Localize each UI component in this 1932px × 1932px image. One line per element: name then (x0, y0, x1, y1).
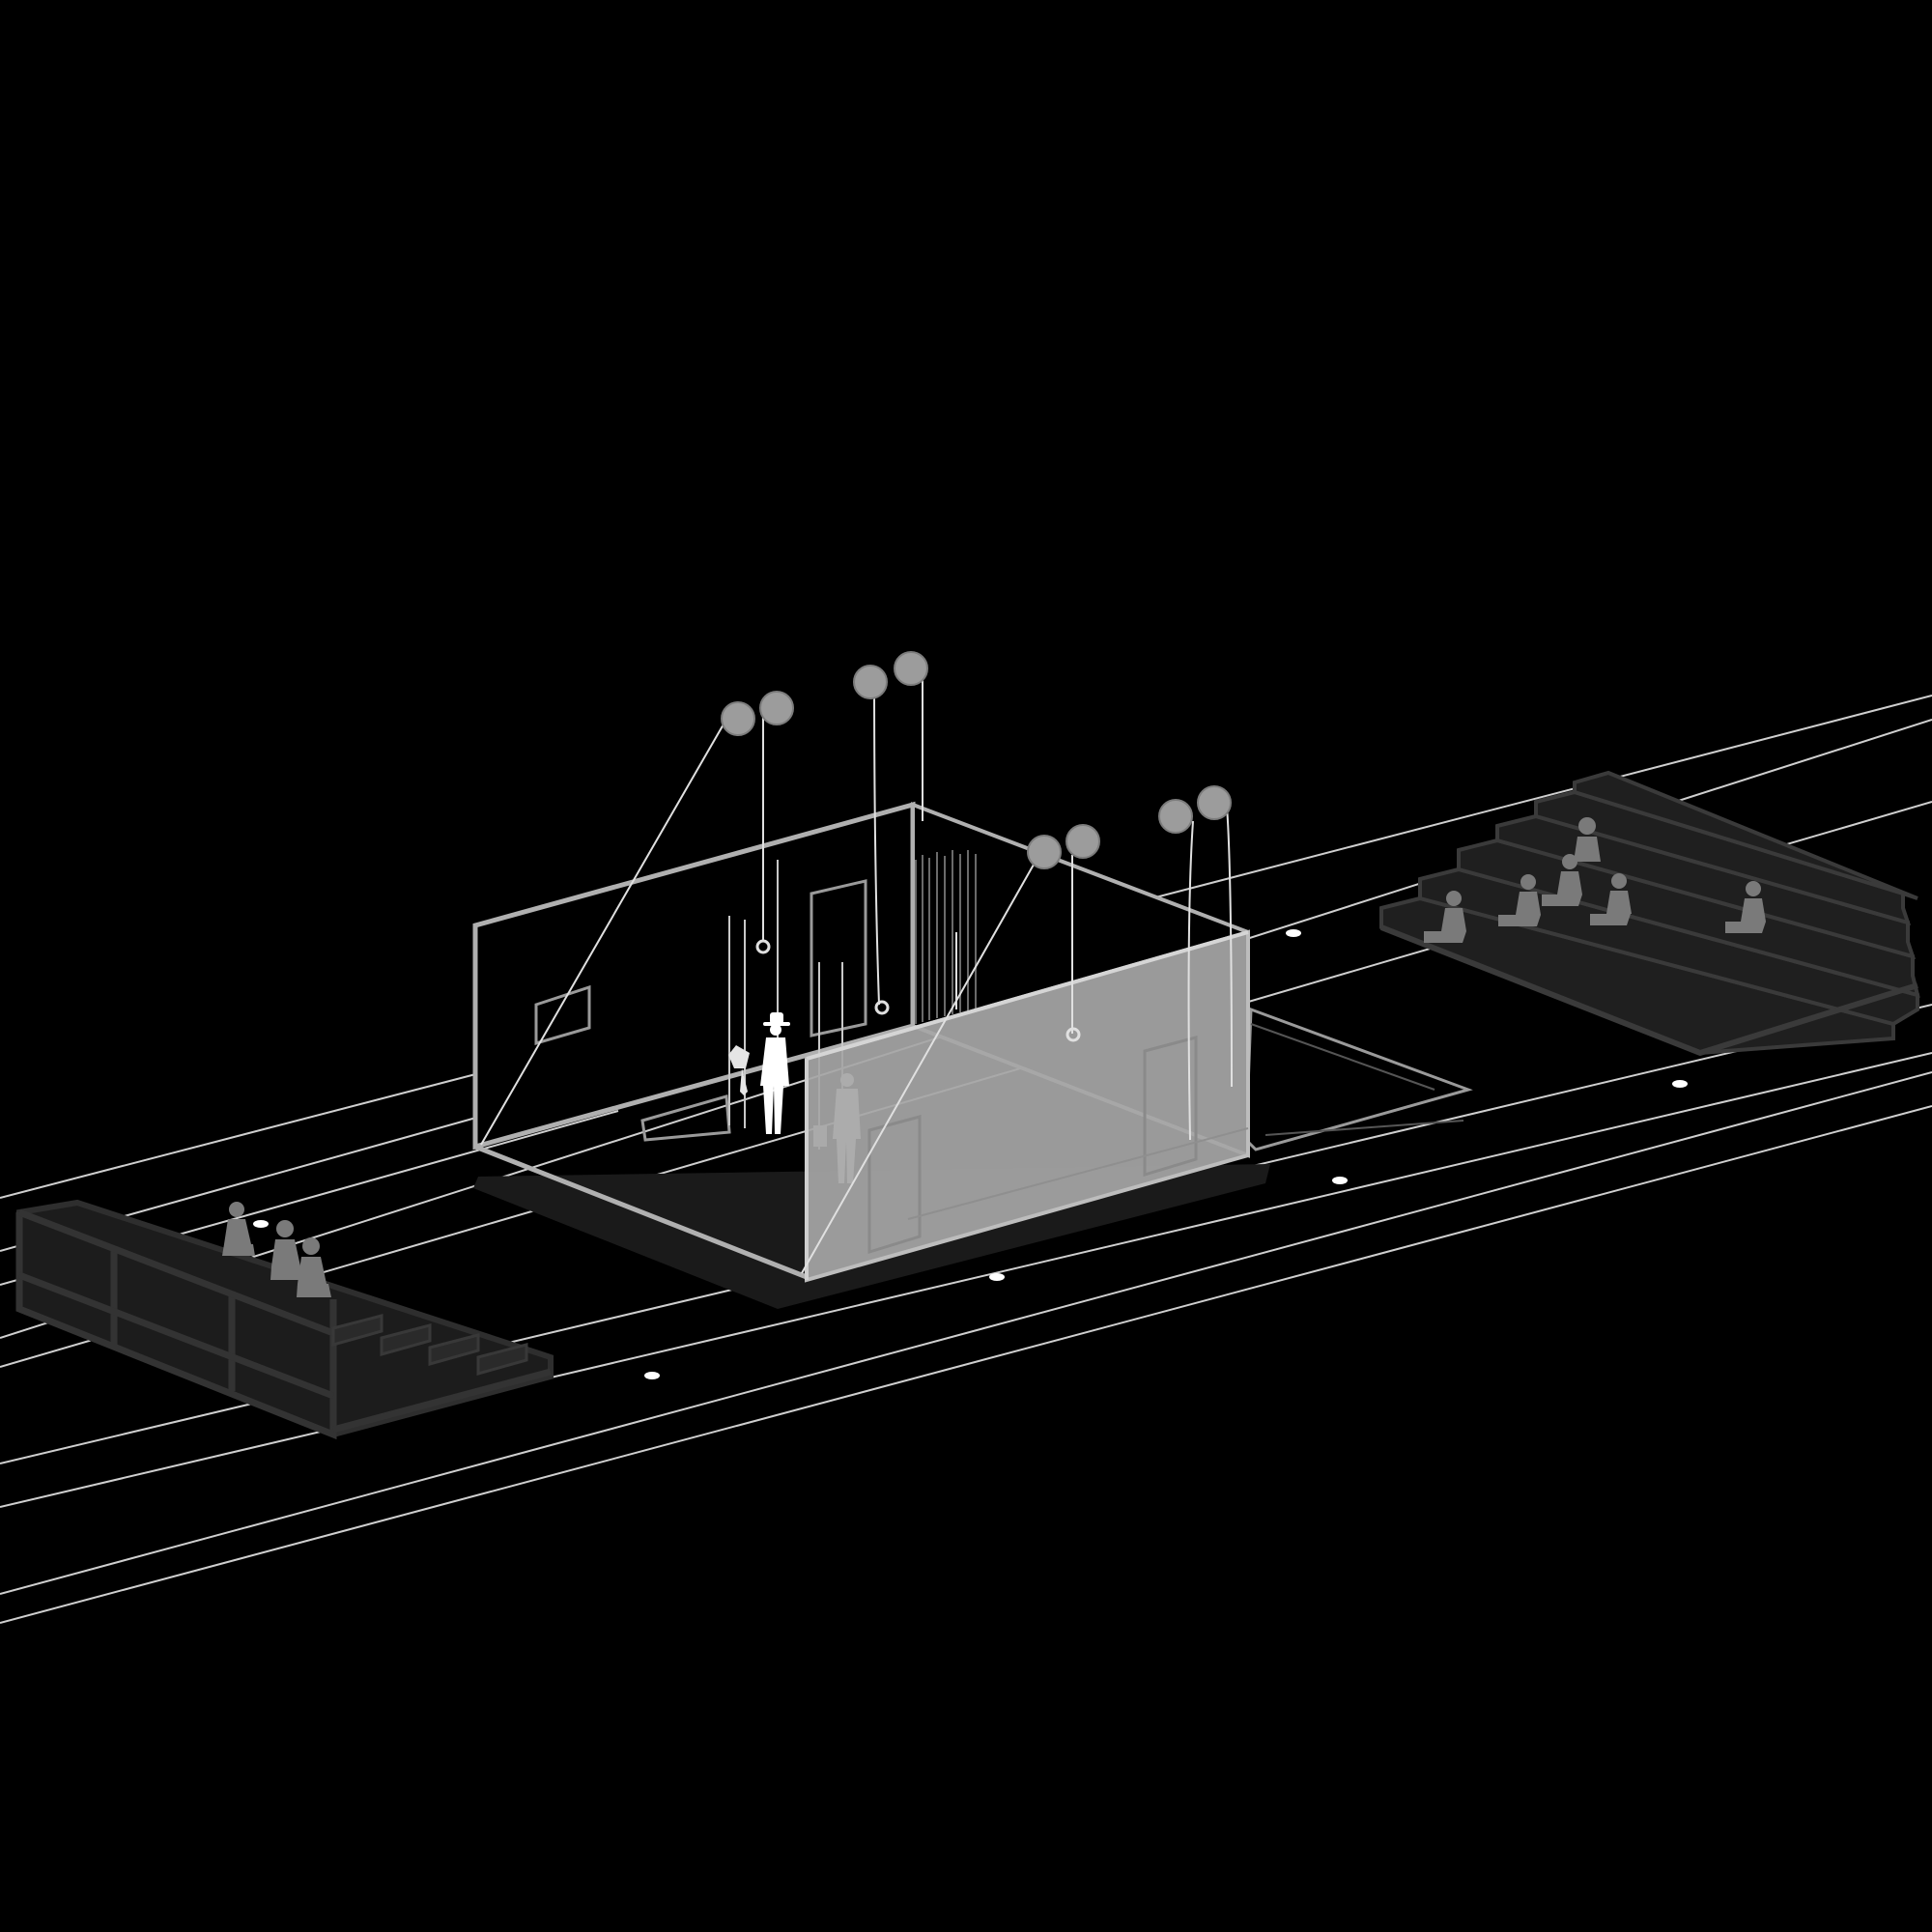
seated-person-icon (270, 1220, 305, 1280)
floor-light (1332, 1177, 1348, 1184)
floor-light (989, 1273, 1005, 1281)
left-bleacher (15, 1199, 554, 1440)
front-wall (805, 929, 1250, 1283)
window (534, 984, 591, 1045)
door (1143, 1036, 1198, 1178)
door (810, 879, 867, 1037)
pendant-lamps (480, 651, 1233, 1274)
seated-person-icon (297, 1237, 331, 1297)
pendant-lamp-icon (721, 691, 794, 736)
right-bleacher (1379, 770, 1920, 1057)
seated-person-icon (1590, 873, 1632, 925)
floor-light (1672, 1080, 1688, 1088)
curtain (915, 850, 977, 1024)
left-spectators (222, 1202, 331, 1297)
floor-light (644, 1372, 660, 1379)
seated-person-icon (222, 1202, 255, 1256)
seated-person-icon (1542, 854, 1582, 906)
seated-person-icon (1498, 874, 1541, 926)
seated-person-icon (1424, 891, 1466, 943)
lamp-bulb-icon (1065, 1027, 1081, 1042)
seated-person-icon (1574, 817, 1601, 862)
floor-lights (253, 929, 1688, 1379)
right-spectators (1424, 817, 1766, 943)
lamp-bulb-icon (755, 939, 771, 954)
lamp-prop-icon (728, 1045, 750, 1095)
standing-person-icon (760, 1012, 790, 1134)
lamp-bulb-icon (874, 1000, 890, 1015)
pendant-lamp-icon (853, 651, 928, 699)
pendant-lamp-icon (1027, 824, 1100, 869)
seated-person-icon (1725, 881, 1766, 933)
floor-light (253, 1220, 269, 1228)
pendant-lamp-icon (1158, 785, 1232, 834)
door (867, 1115, 922, 1255)
floor-light (1286, 929, 1301, 937)
